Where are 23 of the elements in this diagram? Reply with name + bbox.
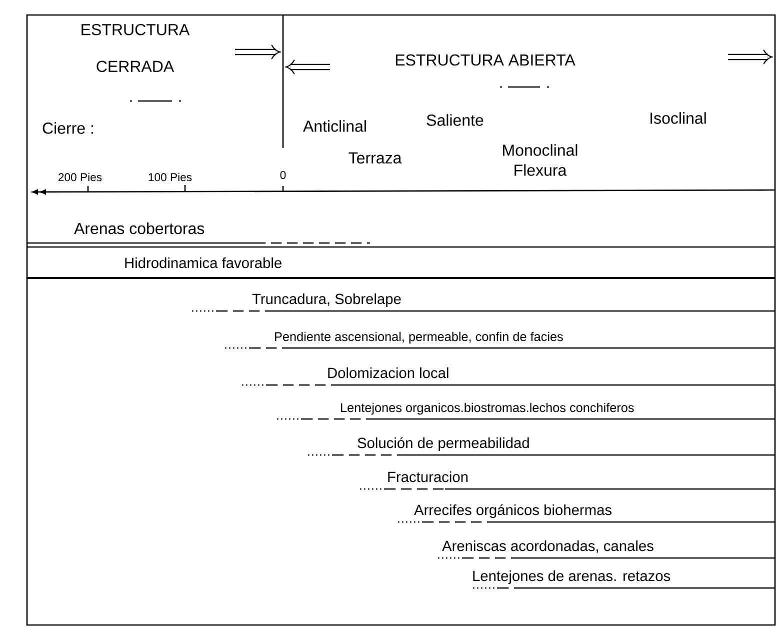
range-label: Hidrodinamica favorable (125, 257, 282, 268)
range-label: Fracturacion (388, 471, 468, 482)
range-label: Lentejones organicos.biostromas.lechos conchiferos (341, 402, 634, 415)
range-label: Arenas cobertoras (74, 222, 204, 234)
range-label: Dolomizacion local (328, 367, 448, 378)
heading: ESTRUCTURA ABIERTA (396, 54, 576, 66)
range-label: Pendiente ascensional, permeable, confin de facies (275, 332, 563, 344)
structure-label: Saliente (426, 114, 484, 126)
structure-label: Terraza (348, 152, 402, 164)
heading: ESTRUCTURA CERRADA (82, 24, 190, 72)
scale-label: 100 Pies (148, 172, 192, 182)
range-label: Areniscas acordonadas, canales (442, 540, 654, 553)
range-label: Arrecifes orgánicos biohermas (414, 504, 612, 518)
structure-label: Isoclinal (650, 112, 706, 124)
range-label: Lentejones de arenas. retazos (473, 570, 670, 584)
row-label: Cierre : (42, 122, 93, 134)
structure-label: Anticlinal (303, 120, 366, 132)
scale-label: 200 Pies (58, 172, 102, 182)
range-label: Solución de permeabilidad (358, 437, 529, 452)
scale-label: 0 (280, 171, 286, 179)
range-label: Truncadura, Sobrelape (252, 293, 401, 308)
structure-label: Monoclinal (503, 144, 578, 156)
structure-label: Flexura (514, 164, 567, 176)
